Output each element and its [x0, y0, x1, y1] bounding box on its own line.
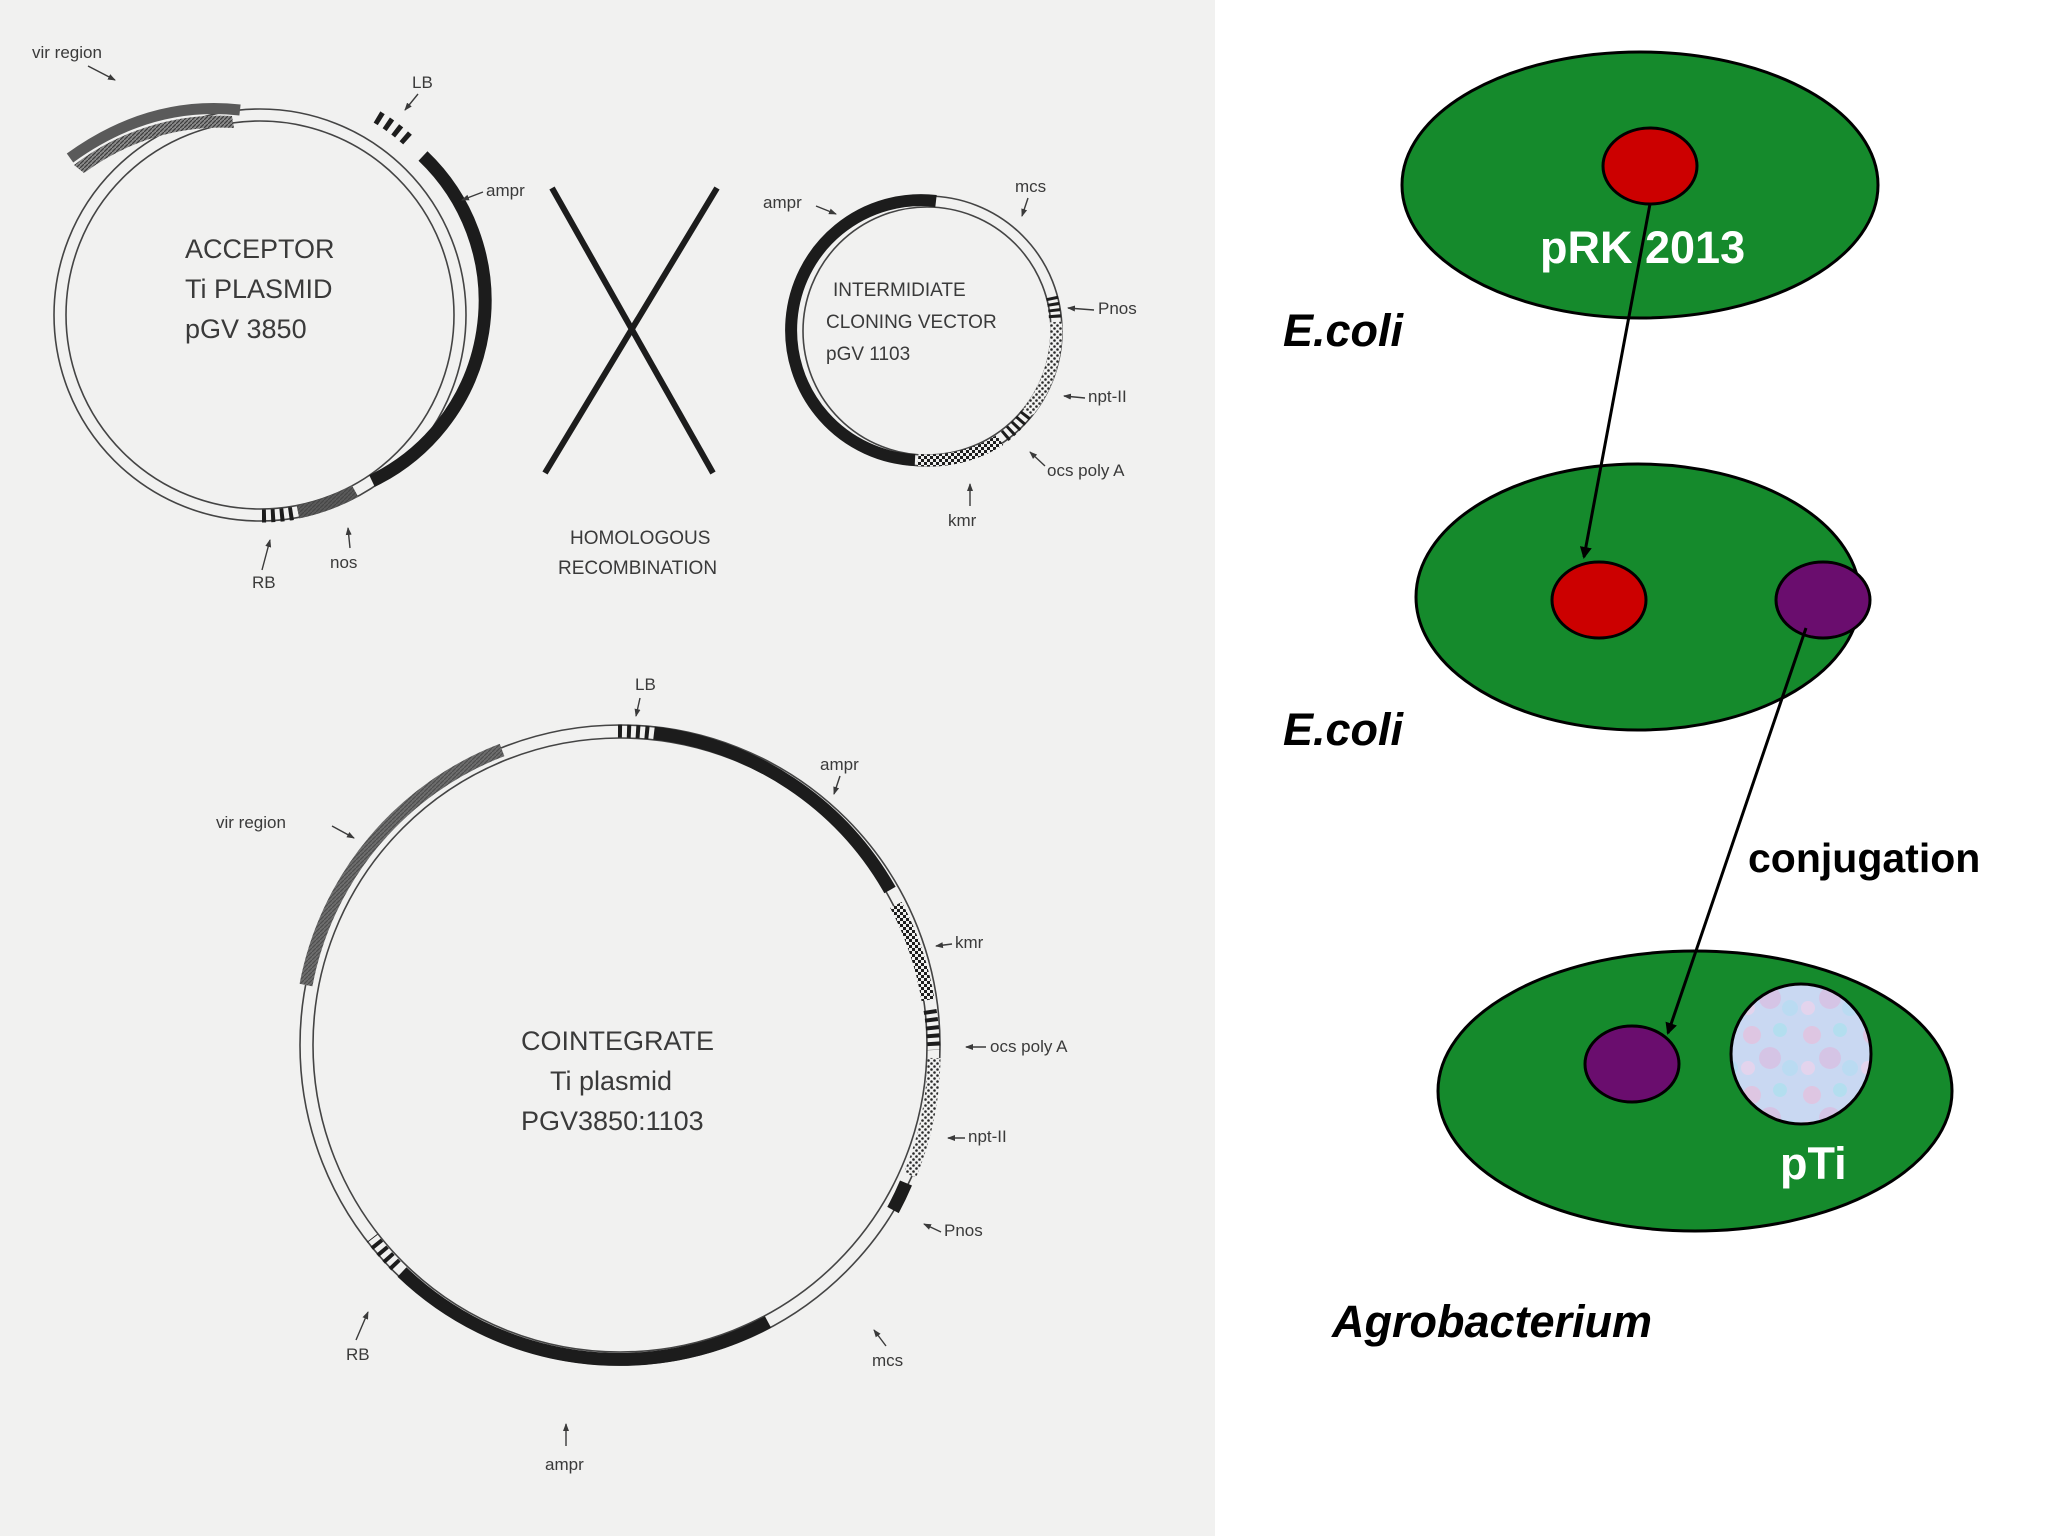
pti-label: pTi — [1780, 1138, 1847, 1189]
cointegrate-ampr-top-pointer — [833, 775, 841, 795]
intermediate-nptii-pointer — [1063, 393, 1086, 400]
intermediate-title-line-3: pGV 1103 — [826, 344, 910, 365]
cointegrate-ocs-segment — [923, 1008, 941, 1051]
cointegrate-rb-pointer — [355, 1311, 369, 1341]
cointegrate-rb-label: RB — [346, 1345, 370, 1364]
helper-plasmid-received — [1583, 1024, 1681, 1104]
cointegrate-rb-border — [366, 1234, 401, 1271]
intermediate-kmr-segment — [917, 434, 1004, 467]
acceptor-lb-pointer — [404, 93, 419, 111]
acceptor-title-line-1: ACCEPTOR — [185, 234, 335, 264]
prk2013-plasmid-received — [1550, 560, 1648, 640]
cross-stroke-2 — [542, 186, 720, 475]
cointegrate-mcs-pointer — [873, 1329, 887, 1347]
intermediate-ocs-label: ocs poly A — [1047, 461, 1125, 480]
cointegrate-vir-pointer — [331, 825, 355, 839]
cointegrate-lb-border — [617, 724, 653, 740]
cointegrate-lb-pointer — [634, 697, 641, 717]
ecoli-label-2: E.coli — [1283, 704, 1405, 755]
helper-plasmid — [1774, 560, 1872, 640]
cointegrate-title-line-3: PGV3850:1103 — [521, 1106, 704, 1136]
intermediate-title-line-1: INTERMIDIATE — [833, 280, 966, 301]
acceptor-rb-pointer — [261, 539, 272, 571]
intermediate-ampr-label: ampr — [763, 193, 802, 212]
recombination-cross: HOMOLOGOUS RECOMBINATION — [542, 186, 720, 579]
acceptor-title-line-2: Ti PLASMID — [185, 274, 333, 304]
acceptor-rb-label: RB — [252, 573, 276, 592]
cointegrate-nptii-label: npt-II — [968, 1127, 1007, 1146]
cointegrate-pnos-segment — [887, 1180, 912, 1214]
intermediate-kmr-label: kmr — [948, 511, 977, 530]
cointegrate-kmr-pointer — [935, 942, 953, 949]
cointegrate-mcs-label: mcs — [872, 1351, 903, 1370]
acceptor-lb-label: LB — [412, 73, 433, 92]
transfer-arrow-to-agrobacterium — [1665, 627, 1808, 1035]
intermediate-ampr-segment — [785, 194, 937, 466]
acceptor-vir-label: vir region — [32, 43, 102, 62]
acceptor-title-line-3: pGV 3850 — [185, 314, 307, 344]
acceptor-rb-border — [261, 506, 298, 523]
acceptor-ring-outer — [53, 108, 467, 522]
intermediate-pnos-label: Pnos — [1098, 299, 1137, 318]
cointegrate-kmr-label: kmr — [955, 933, 984, 952]
acceptor-ring-inner — [65, 120, 455, 510]
acceptor-nos-pointer — [345, 527, 352, 549]
cointegrate-vir-segment — [299, 743, 505, 987]
acceptor-backbone-segment — [369, 151, 492, 487]
prk2013-plasmid-donor — [1601, 126, 1699, 206]
acceptor-plasmid-map: ACCEPTOR Ti PLASMID pGV 3850 vir region … — [32, 43, 525, 592]
agrobacterium-label: Agrobacterium — [1331, 1296, 1652, 1347]
cross-caption-line-2: RECOMBINATION — [558, 558, 717, 579]
cointegrate-lb-label: LB — [635, 675, 656, 694]
cointegrate-ampr-bottom-label: ampr — [545, 1455, 584, 1474]
cointegrate-ring-inner — [312, 737, 928, 1353]
cointegrate-plasmid-map: COINTEGRATE Ti plasmid PGV3850:1103 LB a… — [216, 675, 1068, 1474]
transfer-arrow-to-helper-strain — [1579, 203, 1652, 559]
agrobacterium-cell — [1436, 949, 1954, 1233]
cointegrate-ocs-label: ocs poly A — [990, 1037, 1068, 1056]
acceptor-nos-band — [296, 485, 359, 519]
conjugation-diagram: pRK 2013 pTi E.coli E.coli conjugation A… — [1283, 50, 1980, 1347]
intermediate-ocs-pointer — [1029, 451, 1046, 467]
intermediate-ocs-segment — [1000, 410, 1031, 442]
cointegrate-kmr-segment — [890, 901, 935, 1002]
intermediate-pnos-pointer — [1067, 305, 1095, 312]
cointegrate-vir-band — [299, 743, 505, 987]
acceptor-vir-segment — [74, 115, 234, 173]
intermediate-nptii-segment — [1023, 321, 1063, 416]
cointegrate-title-line-2: Ti plasmid — [550, 1066, 672, 1096]
intermediate-pnos-segment — [1046, 295, 1061, 321]
acceptor-ampr-label: ampr — [486, 181, 525, 200]
scanned-plasmid-panel — [0, 0, 1215, 1536]
cointegrate-ampr-bottom-segment — [397, 1267, 772, 1366]
conjugation-label: conjugation — [1748, 835, 1980, 881]
intermediate-nptii-label: npt-II — [1088, 387, 1127, 406]
acceptor-nos-label: nos — [330, 553, 357, 572]
cointegrate-pnos-label: Pnos — [944, 1221, 983, 1240]
acceptor-vir-pointer — [87, 65, 116, 81]
pti-plasmid — [1729, 982, 1873, 1126]
intermediate-mcs-label: mcs — [1015, 177, 1046, 196]
cross-caption-line-1: HOMOLOGOUS — [570, 528, 710, 549]
acceptor-ampr-pointer — [461, 191, 484, 201]
intermediate-ampr-pointer — [815, 205, 837, 215]
ecoli-label-1: E.coli — [1283, 305, 1405, 356]
cointegrate-title-line-1: COINTEGRATE — [521, 1026, 714, 1056]
acceptor-lb-border — [373, 111, 413, 145]
intermediate-title-line-2: CLONING VECTOR — [826, 312, 997, 333]
intermediate-vector-map: INTERMIDIATE CLONING VECTOR pGV 1103 amp… — [763, 177, 1137, 530]
intermediate-mcs-pointer — [1021, 197, 1029, 217]
acceptor-vir-band — [66, 103, 241, 163]
cointegrate-nptii-segment — [903, 1057, 941, 1178]
cointegrate-ampr-top-label: ampr — [820, 755, 859, 774]
cointegrate-ampr-top-segment — [653, 726, 896, 894]
cointegrate-vir-label: vir region — [216, 813, 286, 832]
cointegrate-pnos-pointer — [923, 1223, 942, 1233]
